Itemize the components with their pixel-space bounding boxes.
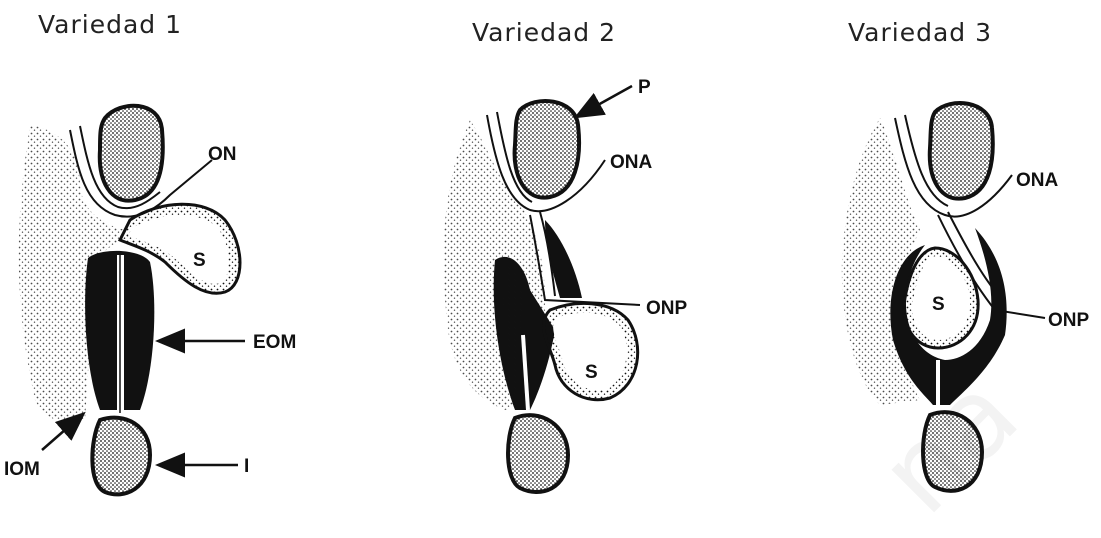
v2-p-arrow [578, 86, 632, 116]
v2-label-ona: ONA [610, 152, 653, 173]
v1-label-on: ON [208, 144, 237, 165]
v1-label-eom: EOM [253, 332, 296, 353]
diagram-canvas: ON S EOM IOM I P ONA ONP S [0, 0, 1101, 511]
variedad-1-diagram: ON S EOM IOM I [4, 106, 296, 495]
v1-label-iom: IOM [4, 459, 40, 480]
v3-label-s: S [932, 294, 945, 315]
variedad-2-diagram: P ONA ONP S [443, 77, 687, 492]
variedad-3-diagram: ONA ONP S [842, 103, 1090, 491]
v2-lower-bone [508, 415, 568, 492]
v3-upper-bone [930, 103, 993, 199]
v3-label-ona: ONA [1016, 170, 1059, 191]
v2-label-p: P [638, 77, 651, 98]
v1-lower-bone [92, 418, 150, 495]
v1-upper-bone [100, 106, 163, 201]
v2-label-onp: ONP [646, 298, 688, 319]
v2-label-s: S [585, 362, 598, 383]
v3-label-onp: ONP [1048, 310, 1090, 331]
v3-lower-bone [923, 412, 982, 491]
v2-upper-bone [515, 101, 579, 198]
v1-label-i: I [244, 456, 249, 477]
v1-label-s: S [193, 250, 206, 271]
